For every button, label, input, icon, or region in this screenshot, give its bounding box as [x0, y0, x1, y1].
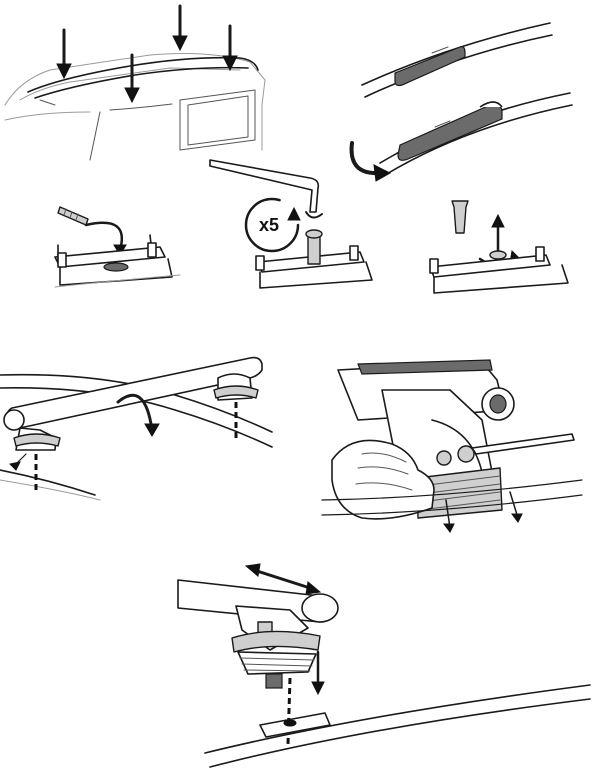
rotate-arrow-icon	[305, 211, 323, 219]
step-adjust	[170, 560, 400, 760]
up-arrow-icon	[491, 213, 505, 253]
bolt-icon	[451, 200, 469, 234]
down-arrow-icon	[172, 4, 188, 52]
rail-bottom	[200, 675, 595, 770]
step-screw	[50, 195, 190, 295]
step-bar-place	[0, 350, 280, 510]
step-car-roof	[0, 0, 290, 180]
down-arrow-icon	[443, 499, 455, 533]
down-arrow-icon	[509, 491, 523, 523]
step-tighten: x5	[209, 150, 388, 300]
down-arrow-icon	[56, 28, 72, 80]
step-bolt	[418, 195, 588, 300]
repeat-count-label: x5	[259, 215, 279, 235]
allen-key-icon	[209, 159, 320, 213]
down-arrow-icon	[311, 650, 325, 696]
down-arrow-icon	[124, 53, 140, 104]
down-arrow-icon	[222, 24, 238, 72]
step-rail-cover	[340, 15, 590, 190]
double-arrow-icon	[244, 563, 322, 595]
rotate-arrow-icon	[116, 393, 160, 437]
rotate-arrow-icon	[349, 141, 392, 182]
step-clamp	[321, 359, 583, 535]
rotate-arrow-icon	[244, 197, 301, 253]
screw-icon	[57, 206, 89, 226]
allen-key-icon	[471, 433, 575, 455]
